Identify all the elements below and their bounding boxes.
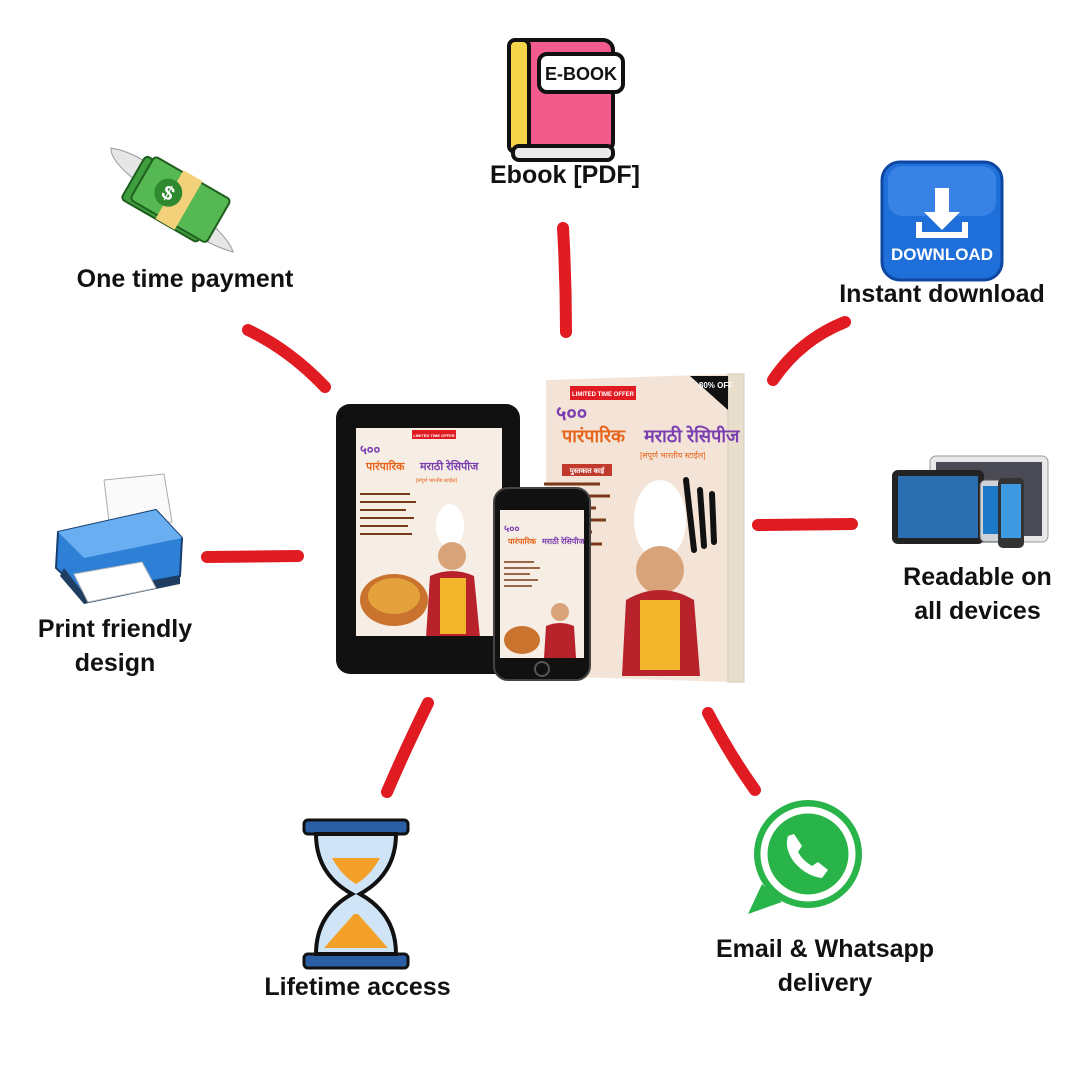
feature-one-time-label: One time payment [76, 265, 294, 293]
svg-text:[संपूर्ण भारतीय स्टाईल]: [संपूर्ण भारतीय स्टाईल] [640, 450, 705, 461]
svg-text:५००: ५०० [504, 524, 520, 535]
svg-text:पुस्तकात काई: पुस्तकात काई [569, 466, 605, 476]
feature-instant-label: Instant download [839, 280, 1045, 308]
ebook-badge-text: E-BOOK [545, 64, 617, 84]
printer-icon [54, 473, 184, 604]
svg-text:[संपूर्ण भारतीय स्टाईल]: [संपूर्ण भारतीय स्टाईल] [416, 477, 458, 484]
money-wings-icon: $ [110, 147, 234, 253]
book-cover: LIMITED TIME OFFER 80% OFF ५०० पारंपारिक… [544, 373, 745, 683]
connector-print [201, 550, 304, 563]
feature-print-label: Print friendly design [37, 615, 193, 677]
svg-text:LIMITED TIME OFFER: LIMITED TIME OFFER [572, 392, 635, 398]
tablet-device: LIMITED TIME OFFER ५०० पारंपारिक मराठी र… [336, 404, 520, 674]
feature-ebook-label: Ebook [PDF] [490, 161, 640, 189]
connector-instant [767, 316, 851, 386]
hourglass-icon [302, 818, 410, 970]
connector-readable [752, 518, 858, 531]
feature-lifetime-label: Lifetime access [264, 973, 451, 1001]
connector-lifetime [381, 697, 434, 798]
connector-one-time [242, 324, 331, 393]
product-mockup: LIMITED TIME OFFER 80% OFF ५०० पारंपारिक… [336, 373, 745, 683]
connector-ebook [557, 222, 572, 338]
phone-device: ५०० पारंपारिक मराठी रेसिपीज [493, 487, 591, 681]
svg-text:मराठी रेसिपीज: मराठी रेसिपीज [541, 536, 585, 546]
svg-text:५००: ५०० [556, 403, 587, 425]
svg-text:मराठी रेसिपीज: मराठी रेसिपीज [643, 425, 740, 446]
svg-text:मराठी रेसिपीज: मराठी रेसिपीज [419, 459, 479, 473]
whatsapp-icon [748, 800, 862, 914]
ebook-icon: E-BOOK [507, 38, 625, 162]
connector-delivery [702, 707, 761, 796]
devices-icon [892, 455, 1049, 548]
svg-text:पारंपारिक: पारंपारिक [507, 536, 537, 546]
svg-text:LIMITED TIME OFFER: LIMITED TIME OFFER [413, 433, 454, 438]
download-badge-text: DOWNLOAD [891, 245, 993, 264]
svg-text:पारंपारिक: पारंपारिक [365, 459, 405, 473]
svg-text:80% OFF: 80% OFF [699, 381, 733, 390]
download-icon: DOWNLOAD [880, 160, 1004, 282]
svg-text:५००: ५०० [360, 442, 381, 457]
feature-readable-label: Readable on all devices [903, 563, 1052, 625]
svg-text:पारंपारिक: पारंपारिक [561, 425, 626, 446]
feature-delivery-label: Email & Whatsapp delivery [715, 935, 935, 997]
